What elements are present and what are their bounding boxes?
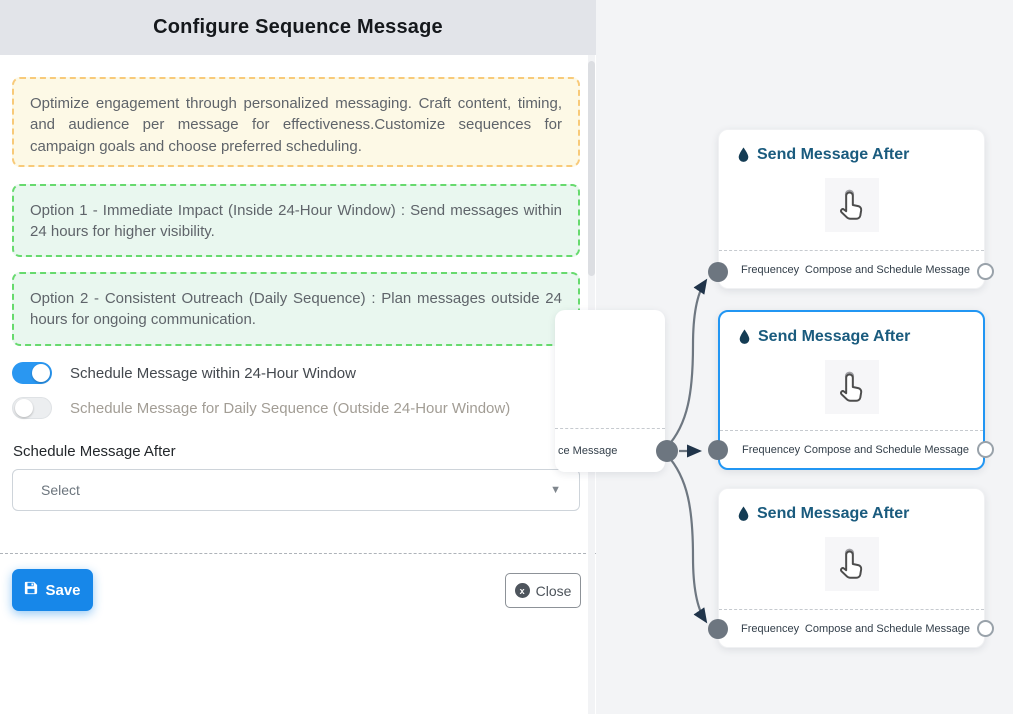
close-icon: x	[514, 583, 530, 598]
node-title-row: Send Message After	[738, 328, 910, 346]
send-message-after-node-2[interactable]: Send Message After Frequencey Compose an…	[718, 310, 985, 470]
flow-canvas[interactable]: ce Message Send Message After Frequencey…	[555, 0, 1013, 714]
send-message-after-node-1[interactable]: Send Message After Frequencey Compose an…	[718, 129, 985, 289]
option1-text: Option 1 - Immediate Impact (Inside 24-H…	[30, 202, 562, 241]
footer-divider	[0, 553, 596, 554]
toggle-row-within-24h: Schedule Message within 24-Hour Window	[12, 361, 356, 385]
toggle-knob	[32, 364, 50, 382]
description-text: Optimize engagement through personalized…	[30, 95, 562, 155]
source-node-footer: ce Message	[555, 428, 665, 472]
option2-note: Option 2 - Consistent Outreach (Daily Se…	[12, 272, 580, 346]
within-24h-toggle[interactable]	[12, 362, 52, 384]
tap-icon[interactable]	[824, 178, 879, 232]
save-icon	[24, 581, 38, 599]
node-footer: Frequencey Compose and Schedule Message	[719, 250, 984, 288]
close-button-label: Close	[535, 582, 572, 599]
node-1-output-handle[interactable]	[977, 263, 994, 280]
configure-panel: Configure Sequence Message Optimize enga…	[0, 0, 596, 714]
water-drop-icon	[737, 506, 750, 522]
send-message-after-node-3[interactable]: Send Message After Frequencey Compose an…	[718, 488, 985, 648]
node-title-row: Send Message After	[737, 146, 909, 164]
source-node-label: ce Message	[558, 444, 618, 457]
save-button-label: Save	[45, 581, 81, 599]
water-drop-icon	[737, 147, 750, 163]
compose-handle-label: Compose and Schedule Message	[804, 622, 970, 635]
toggle-row-daily: Schedule Message for Daily Sequence (Out…	[12, 396, 510, 420]
tap-icon[interactable]	[824, 360, 879, 414]
node-title-row: Send Message After	[737, 505, 909, 523]
schedule-after-select[interactable]: Select ▼	[12, 469, 580, 511]
node-footer: Frequencey Compose and Schedule Message	[720, 430, 983, 468]
schedule-after-label: Schedule Message After	[13, 443, 176, 460]
node-footer: Frequencey Compose and Schedule Message	[719, 609, 984, 647]
page-title: Configure Sequence Message	[153, 16, 443, 38]
scrollbar-thumb[interactable]	[588, 61, 595, 276]
node-1-input-handle[interactable]	[708, 262, 728, 282]
node-title: Send Message After	[757, 146, 910, 163]
toggle-knob	[15, 399, 33, 417]
compose-handle-label: Compose and Schedule Message	[803, 443, 969, 456]
node-2-input-handle[interactable]	[708, 440, 728, 460]
panel-header: Configure Sequence Message	[0, 0, 596, 55]
compose-handle-label: Compose and Schedule Message	[804, 263, 970, 276]
daily-sequence-toggle[interactable]	[12, 397, 52, 419]
node-title: Send Message After	[757, 505, 910, 522]
tap-icon[interactable]	[824, 537, 879, 591]
within-24h-toggle-label: Schedule Message within 24-Hour Window	[70, 364, 356, 382]
option2-text: Option 2 - Consistent Outreach (Daily Se…	[30, 290, 562, 329]
node-3-output-handle[interactable]	[977, 620, 994, 637]
water-drop-icon	[738, 329, 751, 345]
node-3-input-handle[interactable]	[708, 619, 728, 639]
save-button[interactable]: Save	[12, 569, 93, 611]
source-output-handle[interactable]	[656, 440, 678, 462]
option1-note: Option 1 - Immediate Impact (Inside 24-H…	[12, 184, 580, 257]
select-value: Select	[41, 482, 80, 498]
flow-edges	[666, 278, 708, 624]
chevron-down-icon: ▼	[550, 484, 561, 496]
description-note: Optimize engagement through personalized…	[12, 77, 580, 167]
frequency-handle-label: Frequencey	[741, 263, 800, 276]
node-title: Send Message After	[758, 328, 911, 345]
source-node-partial[interactable]: ce Message	[555, 310, 665, 472]
frequency-handle-label: Frequencey	[741, 622, 800, 635]
frequency-handle-label: Frequencey	[742, 443, 801, 456]
close-button[interactable]: x Close	[505, 573, 581, 608]
node-2-output-handle[interactable]	[977, 441, 994, 458]
daily-sequence-toggle-label: Schedule Message for Daily Sequence (Out…	[70, 399, 511, 417]
